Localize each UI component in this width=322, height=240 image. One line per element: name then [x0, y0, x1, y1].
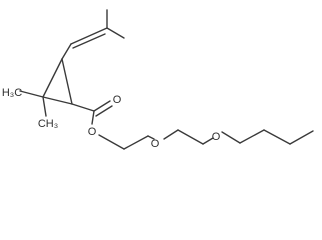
bond-chain-10 [289, 130, 314, 145]
bond-chain-6 [202, 137, 214, 145]
bond-chain-2 [123, 135, 149, 150]
bond-ch3-bottom [42, 96, 47, 117]
bond-chain-5 [177, 129, 204, 145]
label-ester-oxygen: O [88, 126, 97, 138]
atom-labels: H₃C CH₃ O O O O [2, 87, 221, 150]
bond-lines [19, 9, 314, 150]
bond-carbonyl-to-ester-o [91, 110, 95, 125]
bond-chain-7 [221, 131, 241, 144]
label-carbonyl-oxygen: O [113, 94, 122, 106]
bond-chain-8 [239, 129, 265, 144]
bond-vinyl-to-ring [61, 43, 72, 60]
bond-double-inner [72, 33, 106, 49]
bond-chain-4 [163, 129, 179, 140]
bond-carbonyl-double-a [93, 100, 111, 112]
bond-chain-1 [98, 134, 125, 150]
molecule-structure-diagram: H₃C CH₃ O O O O [2, 9, 314, 150]
bond-ch3-left [19, 90, 44, 98]
label-h3c: H₃C [2, 87, 22, 99]
bond-methyl-right [106, 27, 125, 39]
bond-ring-bottom [42, 96, 73, 105]
bond-ring-top-right [61, 58, 73, 105]
bond-chain-3 [147, 135, 155, 140]
bond-chain-9 [263, 129, 291, 145]
bond-ring-top-left [42, 58, 63, 98]
bond-double-outer [70, 27, 108, 45]
label-ch3: CH₃ [38, 118, 58, 130]
bond-ring-to-carbonyl [71, 103, 95, 112]
bond-carbonyl-double-b [95, 105, 113, 117]
label-ether-oxygen-1: O [151, 138, 160, 150]
label-ether-oxygen-2: O [212, 131, 221, 143]
